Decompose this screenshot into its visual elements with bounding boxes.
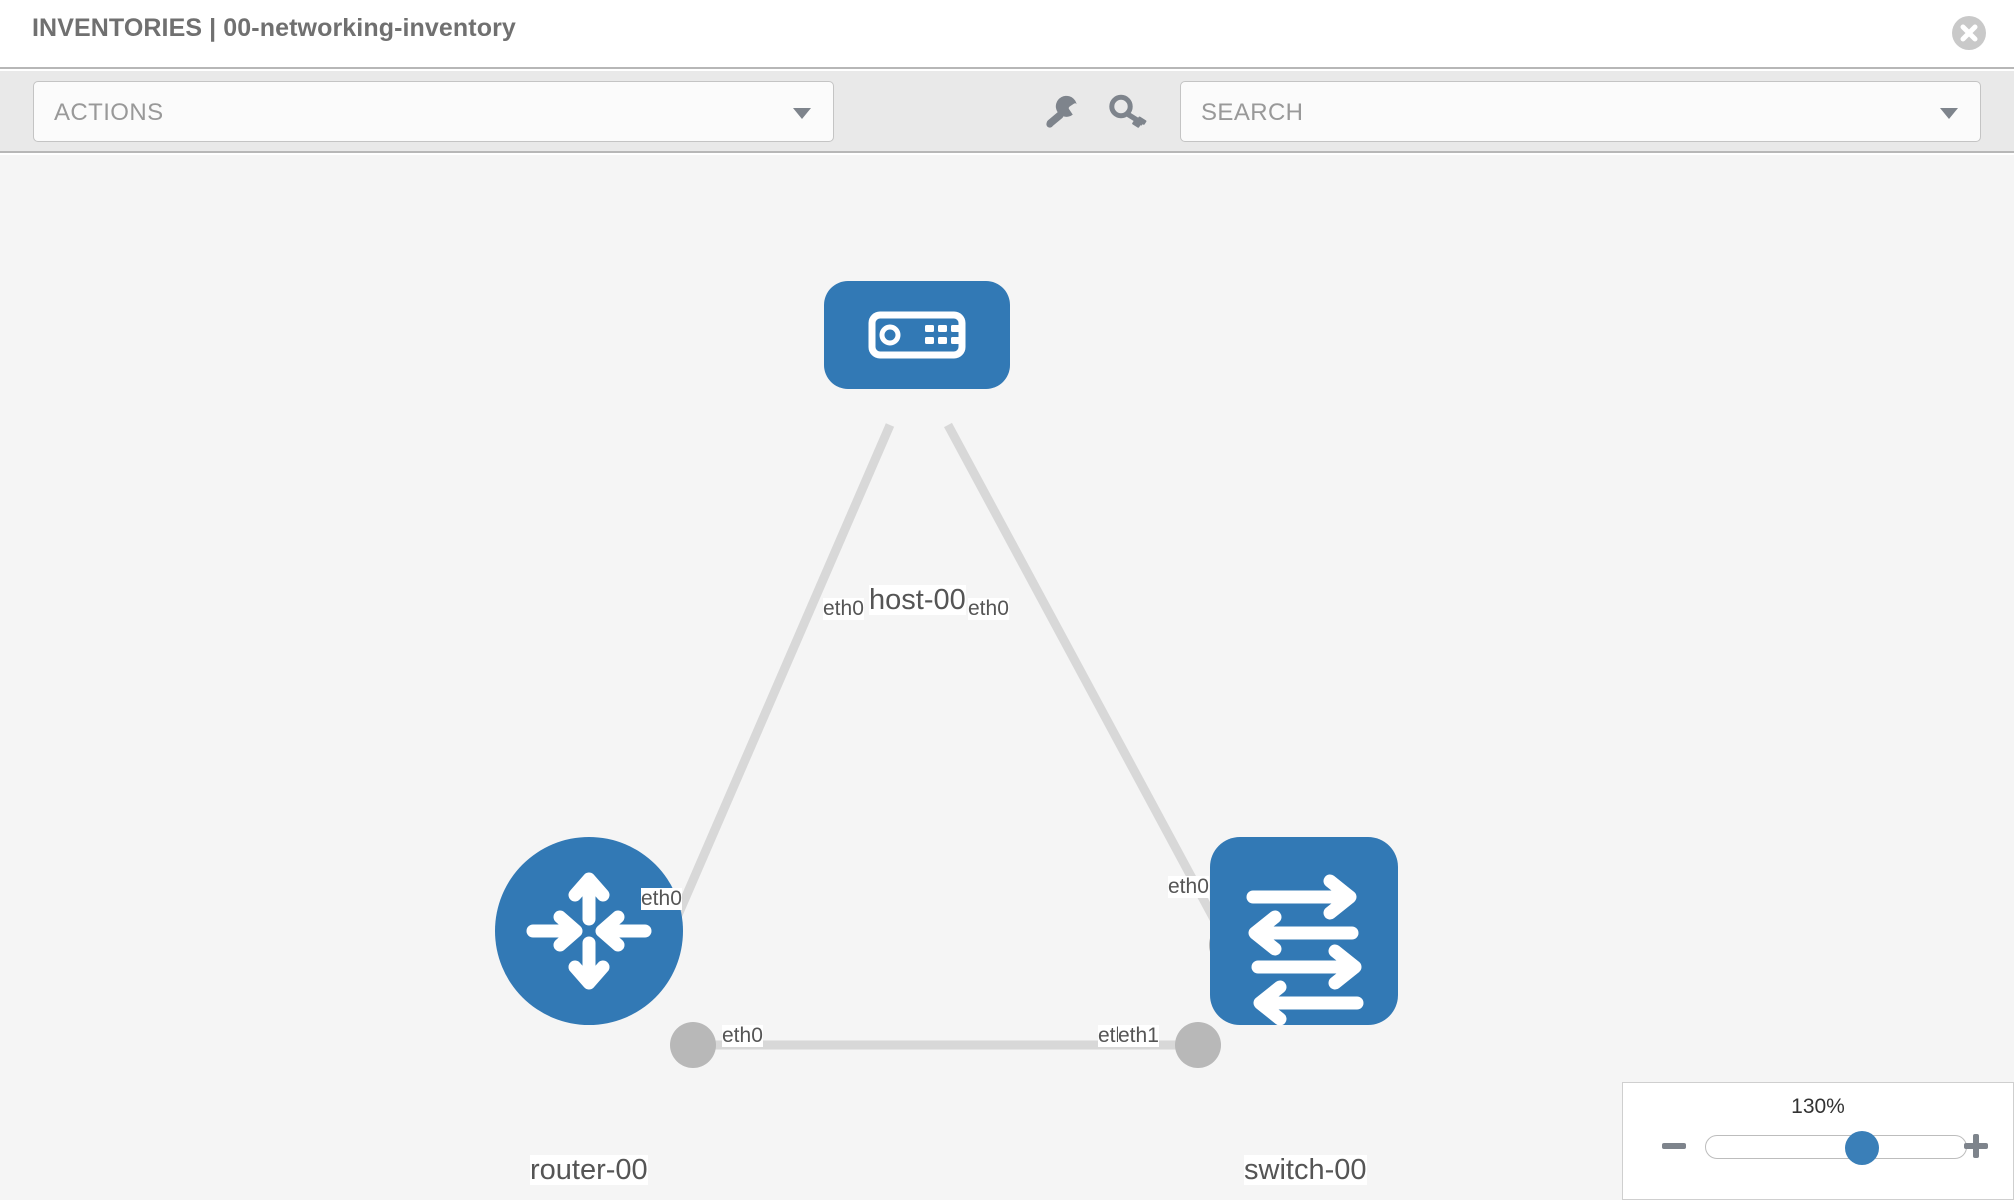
port-knob (670, 1022, 716, 1068)
close-icon[interactable] (1952, 16, 1986, 50)
topology-canvas[interactable]: eth0 eth0 host-00 eth0 eth0 eth0 eth0 et… (0, 155, 2014, 1200)
port-label: eth0 (1168, 875, 1209, 899)
link-host-router (660, 423, 895, 947)
zoom-slider-thumb[interactable] (1845, 1131, 1879, 1165)
port-label: eth0 (823, 597, 864, 621)
port-knob (1175, 1022, 1221, 1068)
page-header: INVENTORIES | 00-networking-inventory (0, 0, 2014, 69)
node-label-host: host-00 (869, 584, 966, 616)
port-label: eth1 (1118, 1024, 1159, 1048)
node-label-switch: switch-00 (1244, 1154, 1367, 1186)
port-label: eth0 (968, 597, 1009, 621)
search-input[interactable]: SEARCH (1180, 81, 1981, 142)
zoom-out-button[interactable] (1659, 1131, 1689, 1161)
zoom-control-panel: 130% (1622, 1082, 2014, 1200)
node-host-00[interactable] (824, 281, 1010, 389)
key-icon[interactable] (1108, 93, 1148, 131)
link-host-switch (944, 422, 1232, 948)
actions-dropdown[interactable]: ACTIONS (33, 81, 834, 142)
actions-dropdown-label: ACTIONS (54, 99, 164, 126)
node-switch-00[interactable] (1210, 837, 1398, 1026)
zoom-in-button[interactable] (1961, 1131, 1991, 1161)
zoom-level-value: 130% (1791, 1095, 1845, 1118)
chevron-down-icon (1940, 108, 1958, 119)
wrench-icon[interactable] (1042, 93, 1082, 131)
page-title: INVENTORIES | 00-networking-inventory (32, 14, 516, 42)
search-placeholder: SEARCH (1201, 99, 1304, 126)
port-label: eth0 (722, 1024, 763, 1048)
port-label: eth0 (641, 887, 682, 911)
topology-links (660, 422, 1232, 1050)
toolbar: ACTIONS SEARCH (0, 71, 2014, 153)
zoom-slider[interactable] (1705, 1131, 1967, 1165)
node-router-00[interactable] (495, 837, 683, 1025)
chevron-down-icon (793, 108, 811, 119)
node-label-router: router-00 (530, 1154, 648, 1186)
topology-graph (495, 281, 1398, 1068)
